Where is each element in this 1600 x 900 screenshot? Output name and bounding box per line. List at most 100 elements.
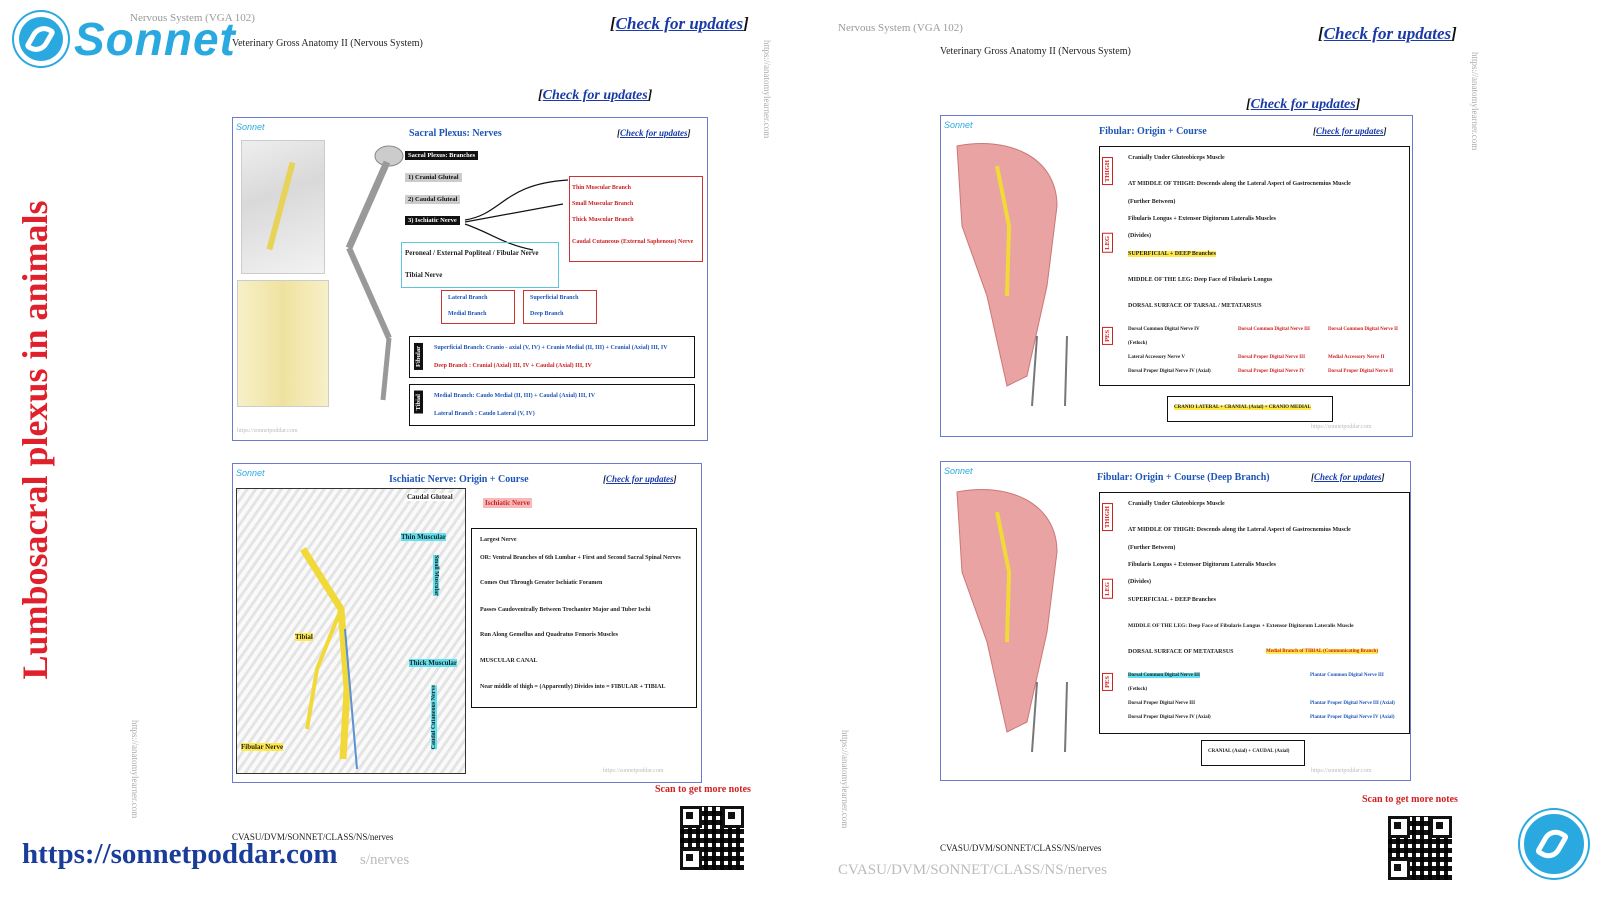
line-6: SUPERFICIAL + DEEP Branches — [1128, 251, 1216, 257]
panel-check-updates[interactable]: [Check for updates] — [603, 474, 677, 484]
caudal-cutaneous-nerve: Caudal Cutaneous (External Saphenous) Ne… — [572, 239, 694, 245]
panel-footer-url: https://sonnetpoddar.com — [1311, 424, 1372, 430]
label-small-muscular: Small Muscular — [433, 555, 439, 596]
branches-tag: Sacral Plexus: Branches — [405, 151, 479, 160]
line-5: (Divides) — [1128, 233, 1151, 239]
line-16: Dorsal Proper Digital Nerve IV (Axial) — [1128, 369, 1211, 374]
line-13: Dorsal Proper Digital Nerve III — [1128, 701, 1196, 706]
line-18: Dorsal Proper Digital Nerve II — [1328, 369, 1394, 374]
side-title: Lumbosacral plexus in animals — [0, 175, 70, 705]
right-subject: Veterinary Gross Anatomy II (Nervous Sys… — [940, 46, 1131, 57]
right-footer-code: CVASU/DVM/SONNET/CLASS/NS/nerves — [940, 843, 1102, 853]
right-course: Nervous System (VGA 102) — [838, 22, 963, 34]
line-14: Plantar Proper Digital Nerve III (Axial) — [1310, 701, 1395, 706]
panel-title: Fibular: Origin + Course — [1099, 126, 1207, 137]
line-9: Dorsal Common Digital Nerve IV — [1128, 327, 1200, 332]
side-pes: PES — [1102, 327, 1113, 345]
fibular-deep-summary-box: CRANIAL (Axial) + CAUDAL (Axial) — [1201, 740, 1305, 766]
right-qr-code[interactable] — [1388, 816, 1452, 880]
sonnet-logo[interactable]: Sonnet — [14, 12, 236, 66]
right-watermark-2: https://anatomylearner.com — [840, 730, 850, 829]
step-2: OR: Ventral Branches of 6th Lumbar + Fir… — [480, 555, 681, 561]
line-12: (Fetlock) — [1128, 687, 1148, 692]
line-4: Fibularis Longus + Extensor Digitorum La… — [1128, 562, 1276, 568]
left-check-updates[interactable]: [Check for updates] — [610, 14, 749, 33]
side-thigh: THIGH — [1102, 157, 1113, 186]
fibular-deep-course-box: THIGH LEG PES Cranially Under Gluteobice… — [1099, 492, 1410, 734]
side-leg: LEG — [1102, 233, 1113, 253]
line-14: Dorsal Proper Digital Nerve III — [1238, 355, 1306, 360]
side-title-text: Lumbosacral plexus in animals — [15, 200, 55, 680]
left-watermark-2: https://anatomylearner.com — [130, 720, 140, 819]
line-15: Medial Accessory Nerve II — [1328, 355, 1385, 360]
panel-title: Ischiatic Nerve: Origin + Course — [389, 474, 529, 485]
panel-logo: Sonnet — [944, 120, 973, 130]
left-footer-ghost: s/nerves — [360, 852, 410, 868]
left-subject: Veterinary Gross Anatomy II (Nervous Sys… — [232, 38, 423, 49]
label-caudal-cutaneous: Caudal Cutaneous Nerve — [431, 685, 437, 750]
panel-logo: Sonnet — [944, 466, 973, 476]
panel-sacral-plexus: Sonnet Sacral Plexus: Nerves [Check for … — [232, 117, 708, 441]
line-9: Medial Branch of TIBIAL (Communicating B… — [1266, 649, 1378, 654]
fibular-deep-summary: CRANIAL (Axial) + CAUDAL (Axial) — [1208, 749, 1290, 754]
step-6: MUSCULAR CANAL — [480, 658, 538, 664]
panel-logo: Sonnet — [236, 468, 265, 478]
right-footer-ghost: CVASU/DVM/SONNET/CLASS/NS/nerves — [838, 862, 1107, 878]
line-6: SUPERFICIAL + DEEP Branches — [1128, 597, 1216, 603]
line-17: Dorsal Proper Digital Nerve IV — [1238, 369, 1305, 374]
line-2: AT MIDDLE OF THIGH: Descends along the L… — [1128, 181, 1351, 187]
label-ischiatic-nerve: Ischiatic Nerve — [483, 498, 532, 508]
line-3: (Further Between) — [1128, 545, 1176, 551]
left-qr-code[interactable] — [680, 806, 744, 870]
fibular-row-superficial: Superficial Branch: Cranio - axial (V, I… — [434, 345, 668, 351]
step-4: Passes Caudoventrally Between Trochanter… — [480, 607, 651, 613]
panel-footer-url: https://sonnetpoddar.com — [603, 768, 664, 774]
item-cranial-gluteal: 1) Cranial Gluteal — [405, 173, 462, 182]
fibular-row-deep: Deep Branch : Cranial (Axial) III, IV + … — [434, 363, 592, 369]
line-1: Cranially Under Gluteobiceps Muscle — [1128, 155, 1225, 161]
step-7: Near middle of thigh = (Apparently) Divi… — [480, 684, 666, 690]
line-11: Dorsal Common Digital Nerve II — [1328, 327, 1398, 332]
item-caudal-gluteal: 2) Caudal Gluteal — [405, 195, 461, 204]
tibial-branches-box: Lateral Branch Medial Branch — [441, 290, 515, 324]
fibular-course-box: THIGH LEG PES Cranially Under Gluteobice… — [1099, 146, 1410, 386]
side-leg: LEG — [1102, 579, 1113, 599]
line-11: Plantar Common Digital Nerve III — [1310, 673, 1384, 678]
panel-check-updates[interactable]: [Check for updates] — [617, 128, 691, 138]
label-tibial: Tibial — [295, 633, 313, 641]
left-check-updates-2[interactable]: [Check for updates] — [538, 88, 653, 103]
line-16: Plantar Proper Digital Nerve IV (Axial) — [1310, 715, 1395, 720]
left-course: Nervous System (VGA 102) — [130, 12, 255, 24]
panel-check-updates[interactable]: [Check for updates] — [1311, 472, 1385, 482]
panel-check-updates[interactable]: [Check for updates] — [1313, 126, 1387, 136]
line-7: MIDDLE OF THE LEG: Deep Face of Fibulari… — [1128, 623, 1354, 629]
thick-muscular-branch: Thick Muscular Branch — [572, 217, 634, 223]
fibular-side-label: Fibular — [414, 343, 423, 370]
line-3: (Further Between) — [1128, 199, 1176, 205]
right-check-updates-2[interactable]: [Check for updates] — [1246, 97, 1361, 112]
leg-muscle-illustration — [956, 489, 1068, 753]
line-1: Cranially Under Gluteobiceps Muscle — [1128, 501, 1225, 507]
panel-ischiatic-nerve: Sonnet Ischiatic Nerve: Origin + Course … — [232, 463, 702, 783]
panel-footer-url: https://sonnetpoddar.com — [1311, 768, 1372, 774]
fibular-summary-box: Fibular Superficial Branch: Cranio - axi… — [409, 336, 695, 378]
sonnet-circle-icon[interactable] — [1520, 810, 1588, 878]
panel-fibular: Sonnet Fibular: Origin + Course [Check f… — [940, 115, 1413, 437]
line-8: DORSAL SURFACE OF TARSAL / METATARSUS — [1128, 303, 1262, 309]
label-thick-muscular: Thick Muscular — [409, 659, 458, 667]
fibular-summary-box: CRANIO LATERAL + CRANIAL (Axial) + CRANI… — [1167, 396, 1333, 422]
item-ischiatic: 3) Ischiatic Nerve — [405, 216, 460, 225]
step-5: Run Along Gemellus and Quadratus Femoris… — [480, 632, 619, 638]
line-15: Dorsal Proper Digital Nerve IV (Axial) — [1128, 715, 1211, 720]
right-check-updates[interactable]: [Check for updates] — [1318, 24, 1457, 43]
left-watermark: https://anatomylearner.com — [762, 40, 772, 139]
line-2: AT MIDDLE OF THIGH: Descends along the L… — [1128, 527, 1351, 533]
sonnet-url-link[interactable]: https://sonnetpoddar.com — [22, 838, 338, 870]
right-scan-text: Scan to get more notes — [1362, 794, 1458, 805]
panel-footer-url: https://sonnetpoddar.com — [237, 428, 298, 434]
peroneal-label: Peroneal / External Popliteal / Fibular … — [405, 249, 539, 257]
ischiatic-steps-box: Largest Nerve OR: Ventral Branches of 6t… — [471, 528, 697, 708]
tibial-side-label: Tibial — [414, 391, 423, 414]
panel-fibular-deep: Sonnet Fibular: Origin + Course (Deep Br… — [940, 461, 1411, 781]
step-3: Comes Out Through Greater Ischiatic Fora… — [480, 580, 603, 586]
